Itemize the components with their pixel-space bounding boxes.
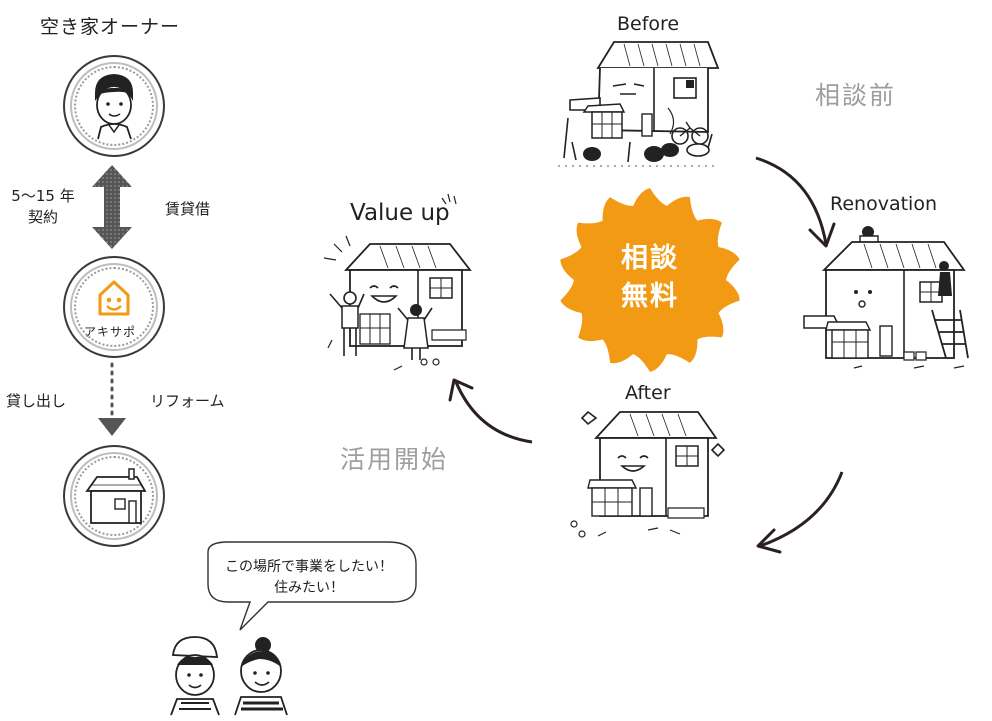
before-house-icon xyxy=(558,41,720,167)
arrow-to-renovation xyxy=(755,156,836,248)
owner-avatar-circle xyxy=(63,55,165,157)
badge-shape xyxy=(560,188,740,372)
renovation-house-icon xyxy=(803,226,969,369)
house-logo-icon xyxy=(98,280,130,316)
reform-label: リフォーム xyxy=(150,392,225,410)
after-label: After xyxy=(625,382,671,404)
badge-line-2: 無料 xyxy=(621,281,679,312)
badge-line-1: 相談 xyxy=(621,243,679,274)
sublease-dotted-arrow xyxy=(98,362,126,436)
contract-term-label: 5〜15 年 xyxy=(11,187,75,205)
arrow-to-value-up xyxy=(448,378,533,444)
akisapo-logo-circle xyxy=(63,256,165,358)
brand-name: アキサポ xyxy=(84,325,137,339)
lease-label: 賃貸借 xyxy=(165,200,211,218)
after-house-icon xyxy=(570,410,726,538)
arrow-to-after xyxy=(756,471,844,554)
owner-face-icon xyxy=(95,74,133,140)
two-people-icon xyxy=(170,636,288,716)
house-circle xyxy=(63,445,165,547)
speech-bubble xyxy=(207,541,417,631)
value-up-label: Value up xyxy=(350,200,450,226)
before-label: Before xyxy=(617,13,680,35)
free-consultation-badge xyxy=(560,188,740,372)
speech-line-2: 住みたい！ xyxy=(274,580,344,596)
sublease-label: 貸し出し xyxy=(6,392,67,410)
phase-start-label: 活用開始 xyxy=(340,445,449,474)
contract-double-arrow xyxy=(92,165,132,249)
value-up-house-icon xyxy=(323,193,472,371)
contract-word-label: 契約 xyxy=(27,208,58,226)
renovation-label: Renovation xyxy=(830,193,937,215)
owner-title: 空き家オーナー xyxy=(40,16,181,38)
speech-line-1: この場所で事業をしたい！ xyxy=(225,559,393,575)
old-house-icon xyxy=(85,468,147,524)
phase-before-label: 相談前 xyxy=(815,81,897,110)
